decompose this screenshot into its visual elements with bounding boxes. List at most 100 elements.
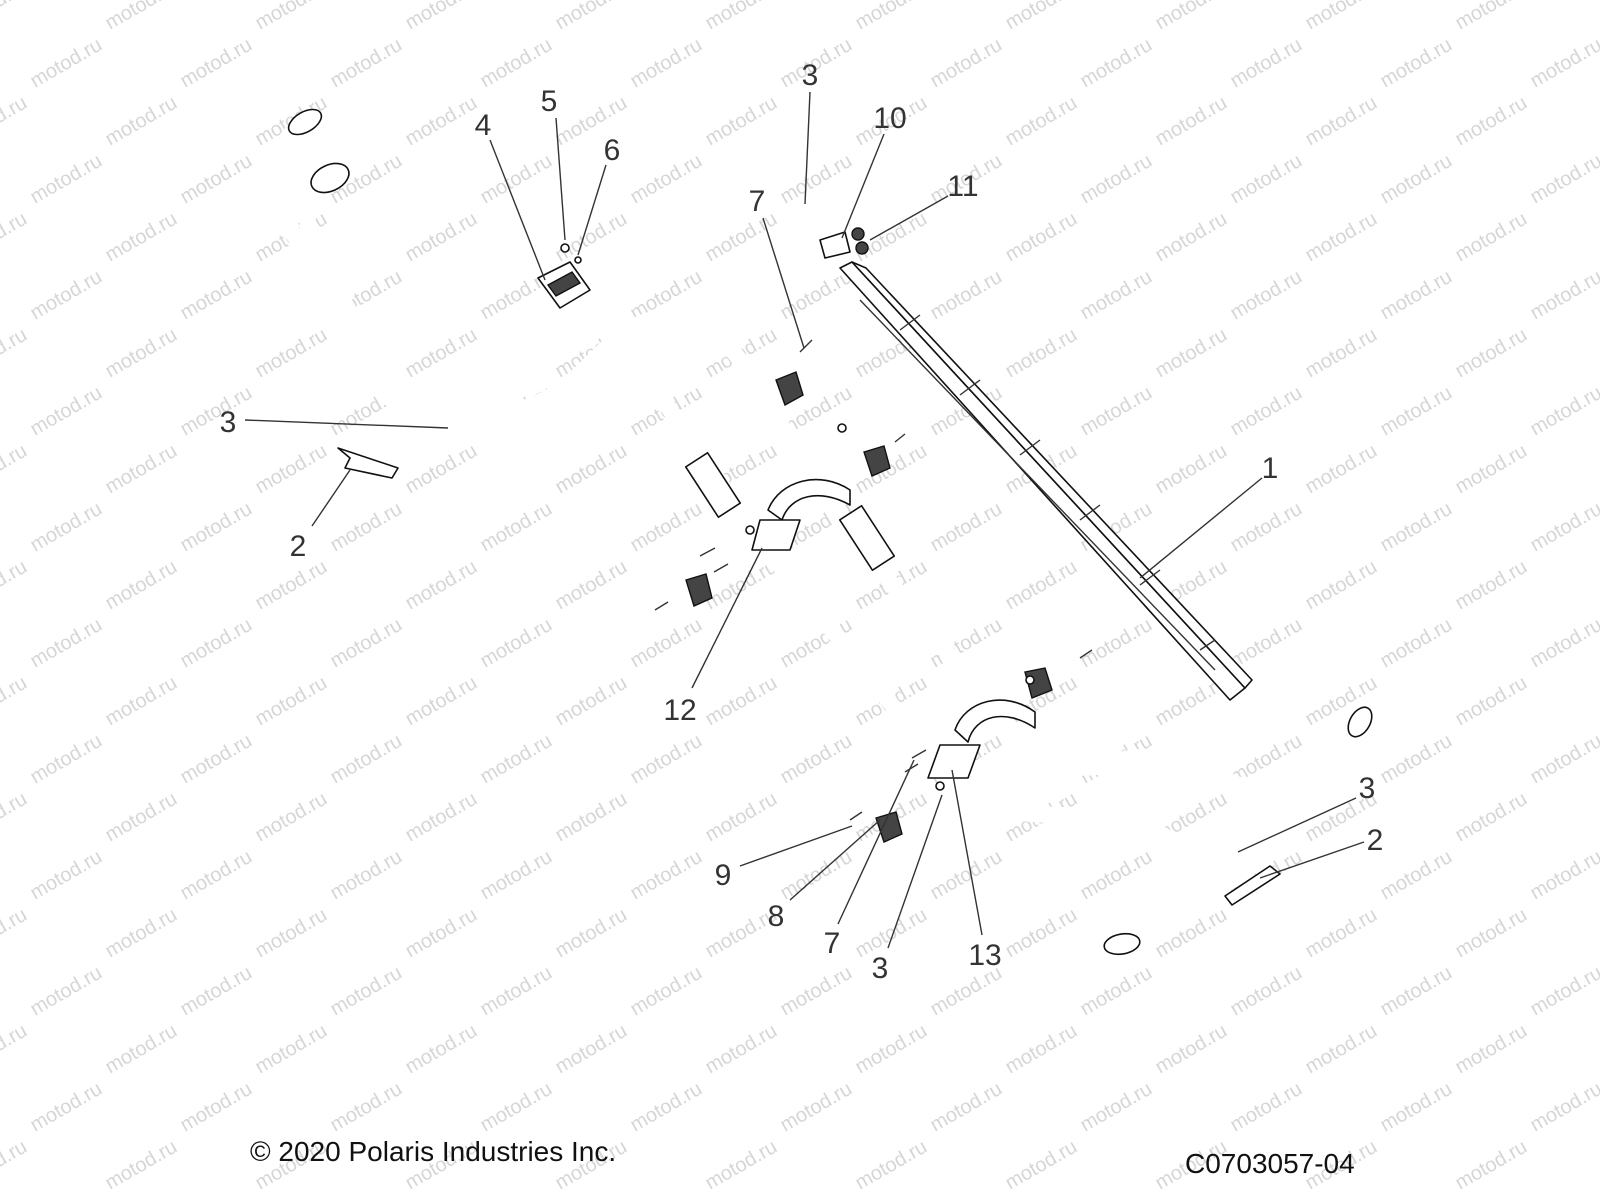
watermark-text: motod.ru <box>1002 556 1081 615</box>
callout-c4: 4 <box>475 109 492 142</box>
watermark-text: motod.ru <box>702 672 781 731</box>
callout-c12: 12 <box>663 694 696 727</box>
callout-c10: 10 <box>873 102 906 135</box>
callout-leader-c4 <box>489 139 546 281</box>
exhaust-pipe-assembly <box>264 108 1378 957</box>
watermark-text: motod.ru <box>177 34 256 93</box>
watermark-text: motod.ru <box>1227 150 1306 209</box>
watermark-text: motod.ru <box>1527 730 1600 789</box>
watermark-text: motod.ru <box>1227 962 1306 1021</box>
watermark-text: motod.ru <box>627 730 706 789</box>
watermark-text: motod.ru <box>327 730 406 789</box>
watermark-text: motod.ru <box>477 730 556 789</box>
watermark-text: motod.ru <box>1227 266 1306 325</box>
watermark-text: motod.ru <box>1452 324 1531 383</box>
watermark-text: motod.ru <box>1077 962 1156 1021</box>
watermark-text: motod.ru <box>1002 92 1081 151</box>
watermark-text: motod.ru <box>1377 962 1456 1021</box>
watermark-text: motod.ru <box>1302 904 1381 963</box>
watermark-text: motod.ru <box>1077 614 1156 673</box>
watermark-text: motod.ru <box>252 556 331 615</box>
watermark-text: motod.ru <box>627 962 706 1021</box>
watermark-text: motod.ru <box>1077 846 1156 905</box>
watermark-text: motod.ru <box>777 962 856 1021</box>
watermark-text: motod.ru <box>102 440 181 499</box>
callout-leader-c2b <box>1259 841 1365 879</box>
watermark-text: motod.ru <box>702 556 781 615</box>
watermark-text: motod.ru <box>402 92 481 151</box>
callout-leader-c13 <box>951 769 983 936</box>
watermark-text: motod.ru <box>327 498 406 557</box>
watermark-text: motod.ru <box>1527 34 1600 93</box>
watermark-text: motod.ru <box>27 614 106 673</box>
watermark-text: motod.ru <box>27 498 106 557</box>
watermark-text: motod.ru <box>327 34 406 93</box>
watermark-text: motod.ru <box>0 556 31 615</box>
watermark-text: motod.ru <box>1302 0 1381 34</box>
watermark-text: motod.ru <box>27 382 106 441</box>
watermark-text: motod.ru <box>177 846 256 905</box>
watermark-text: motod.ru <box>102 672 181 731</box>
watermark-text: motod.ru <box>27 730 106 789</box>
watermark-text: motod.ru <box>852 1136 931 1195</box>
watermark-text: motod.ru <box>552 440 631 499</box>
callout-c3d: 3 <box>1359 772 1376 805</box>
watermark-text: motod.ru <box>852 0 931 34</box>
watermark-text: motod.ru <box>252 1020 331 1079</box>
watermark-text: motod.ru <box>852 904 931 963</box>
watermark-text: motod.ru <box>102 1020 181 1079</box>
watermark-text: motod.ru <box>102 788 181 847</box>
watermark-text: motod.ru <box>777 266 856 325</box>
watermark-text: motod.ru <box>1452 788 1531 847</box>
callout-leader-c6 <box>577 164 607 256</box>
callout-leader-c7b <box>837 759 915 925</box>
watermark-text: motod.ru <box>1527 382 1600 441</box>
watermark-text: motod.ru <box>627 846 706 905</box>
callout-leader-c3d <box>1237 797 1357 853</box>
callout-c5: 5 <box>541 85 558 118</box>
watermark-text: motod.ru <box>1077 266 1156 325</box>
callout-c2b: 2 <box>1367 824 1384 857</box>
watermark-text: motod.ru <box>1152 0 1231 34</box>
watermark-text: motod.ru <box>1002 1136 1081 1195</box>
watermark-text: motod.ru <box>0 0 31 34</box>
watermark-text: motod.ru <box>1377 1078 1456 1137</box>
watermark-text: motod.ru <box>252 672 331 731</box>
watermark-text: motod.ru <box>0 324 31 383</box>
watermark-text: motod.ru <box>1452 0 1531 34</box>
watermark-text: motod.ru <box>1077 382 1156 441</box>
watermark-text: motod.ru <box>102 0 181 34</box>
watermark-text: motod.ru <box>402 324 481 383</box>
watermark-text: motod.ru <box>0 904 31 963</box>
watermark-text: motod.ru <box>0 672 31 731</box>
watermark-text: motod.ru <box>1377 498 1456 557</box>
watermark-text: motod.ru <box>1527 962 1600 1021</box>
watermark-text: motod.ru <box>1152 324 1231 383</box>
watermark-text: motod.ru <box>702 788 781 847</box>
watermark-text: motod.ru <box>627 1078 706 1137</box>
watermark-text: motod.ru <box>1302 440 1381 499</box>
watermark-text: motod.ru <box>1527 846 1600 905</box>
watermark-text: motod.ru <box>177 382 256 441</box>
watermark-text: motod.ru <box>27 962 106 1021</box>
watermark-text: motod.ru <box>252 0 331 34</box>
callout-c3b: 3 <box>220 406 237 439</box>
watermark-text: motod.ru <box>1452 556 1531 615</box>
watermark-text: motod.ru <box>402 556 481 615</box>
callout-c7a: 7 <box>749 185 766 218</box>
watermark-text: motod.ru <box>102 324 181 383</box>
watermark-text: motod.ru <box>1527 150 1600 209</box>
watermark-text: motod.ru <box>0 1020 31 1079</box>
watermark-text: motod.ru <box>1377 34 1456 93</box>
watermark-text: motod.ru <box>1377 382 1456 441</box>
watermark-text: motod.ru <box>927 266 1006 325</box>
watermark-text: motod.ru <box>402 672 481 731</box>
watermark-text: motod.ru <box>27 266 106 325</box>
watermark-text: motod.ru <box>1152 1020 1231 1079</box>
watermark-text: motod.ru <box>552 1020 631 1079</box>
watermark-text: motod.ru <box>927 34 1006 93</box>
callout-c1: 1 <box>1262 452 1279 485</box>
callout-leader-c3b <box>244 419 449 429</box>
watermark-text: motod.ru <box>1302 92 1381 151</box>
watermark-text: motod.ru <box>0 788 31 847</box>
